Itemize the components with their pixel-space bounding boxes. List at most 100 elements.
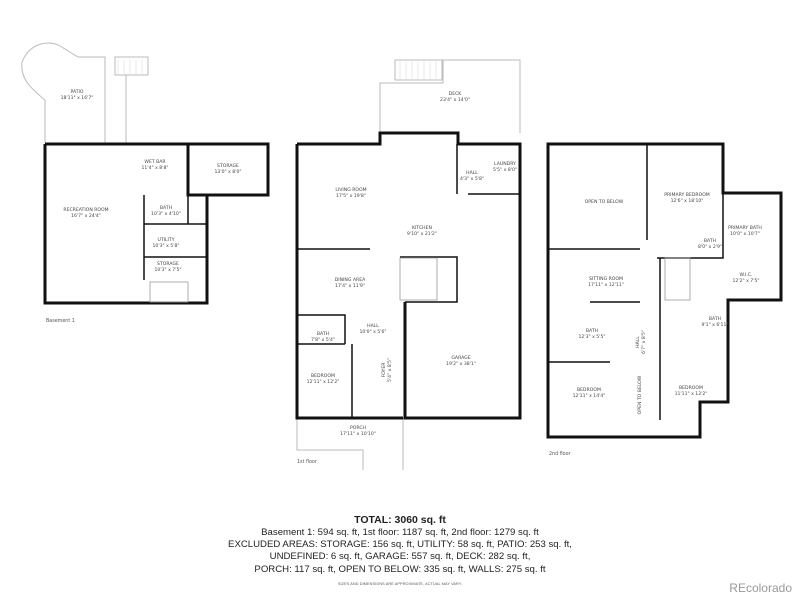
room-recreation: Recreation Room16'7" x 24'4" bbox=[63, 208, 108, 220]
room-patio: Patio18'11" x 16'7" bbox=[61, 90, 94, 102]
basement-storage-walls bbox=[45, 142, 270, 197]
summary-line: UNDEFINED: 6 sq. ft, GARAGE: 557 sq. ft,… bbox=[269, 551, 531, 563]
room-dims: 5'5" x 8'0" bbox=[492, 168, 518, 173]
room-dims: 17'4" x 11'9" bbox=[335, 284, 365, 289]
room-name: Bedroom bbox=[679, 386, 703, 391]
room-dims: 11'11" x 12'2" bbox=[674, 392, 708, 397]
room-wet-bar: Wet Bar11'4" x 8'8" bbox=[141, 160, 168, 172]
room-kitchen: Kitchen9'10" x 21'2" bbox=[407, 226, 437, 238]
room-utility: Utility10'3" x 5'8" bbox=[152, 238, 179, 250]
porch-outline bbox=[296, 418, 404, 470]
total-area: TOTAL: 3060 sq. ft bbox=[354, 514, 446, 526]
room-bath: Bath7'8" x 5'4" bbox=[311, 332, 335, 344]
room-name: Storage bbox=[217, 164, 239, 169]
room-name: W.I.C. bbox=[739, 273, 753, 278]
room-dims: 16'7" x 24'4" bbox=[71, 214, 101, 219]
room-bath: Bath10'3" x 4'10" bbox=[151, 206, 181, 218]
room-name: Open to Below bbox=[584, 200, 624, 205]
room-bedroom: Bedroom12'11" x 12'2" bbox=[307, 374, 340, 386]
room-dims: 9'1" x 6'11" bbox=[701, 323, 729, 328]
room-living: Living Room17'5" x 19'8" bbox=[335, 188, 366, 200]
room-name: Bath bbox=[316, 332, 330, 337]
room-dims: 12'3" x 5'5" bbox=[578, 335, 606, 340]
room-name: Primary Bedroom bbox=[664, 193, 710, 198]
room-name: Wet Bar bbox=[144, 160, 166, 165]
room-dims: 12'2" x 7'5" bbox=[732, 279, 760, 284]
room-dims: 8'0" x 2'9" bbox=[697, 245, 723, 250]
room-name: Laundry bbox=[494, 162, 516, 167]
room-name: Storage bbox=[157, 262, 179, 267]
room-name: Bath bbox=[585, 329, 599, 334]
room-dims: 17'11" x 12'11" bbox=[588, 283, 624, 288]
room-name: Open to Below bbox=[638, 375, 643, 415]
deck-stairs bbox=[394, 59, 443, 81]
room-name: Hall bbox=[367, 324, 379, 329]
room-name: Porch bbox=[349, 426, 366, 431]
room-name: Bath bbox=[159, 206, 173, 211]
room-dims: 23'4" x 14'0" bbox=[440, 98, 470, 103]
room-dims: 7'8" x 5'4" bbox=[310, 338, 336, 343]
room-bath-small: Bath8'0" x 2'9" bbox=[698, 239, 722, 251]
first-floor-outer-walls bbox=[297, 131, 522, 420]
room-garage: Garage19'2" x 38'1" bbox=[446, 356, 476, 368]
room-porch: Porch17'11" x 10'10" bbox=[340, 426, 376, 438]
room-primary-bath: Primary Bath10'0" x 10'7" bbox=[728, 226, 762, 238]
room-name: Recreation Room bbox=[63, 208, 109, 213]
room-name: Hall bbox=[466, 171, 478, 176]
room-deck: Deck23'4" x 14'0" bbox=[440, 92, 470, 104]
room-name: Bedroom bbox=[577, 388, 601, 393]
room-dims: 17'5" x 19'8" bbox=[336, 194, 366, 199]
room-name: Dining Area bbox=[334, 278, 366, 283]
room-open-to-below-2: Open to Below bbox=[638, 376, 644, 415]
room-name: Primary Bath bbox=[728, 226, 762, 231]
floor-label-basement: Basement 1 bbox=[46, 319, 75, 324]
room-name: Garage bbox=[451, 356, 471, 361]
room-name: Patio bbox=[70, 90, 84, 95]
walls bbox=[43, 131, 783, 439]
summary-line: Basement 1: 594 sq. ft, 1st floor: 1187 … bbox=[261, 527, 539, 538]
deck-outline bbox=[379, 59, 521, 133]
room-storage-2: Storage10'3" x 7'5" bbox=[154, 262, 181, 274]
stairs bbox=[149, 257, 691, 303]
room-hall-2: Hall10'0" x 5'6" bbox=[359, 324, 386, 336]
room-name: Utility bbox=[157, 238, 175, 243]
room-dims: 13'0" x 8'0" bbox=[214, 170, 242, 175]
room-dims: 4'3" x 5'8" bbox=[459, 177, 485, 182]
room-open-to-below: Open to Below bbox=[585, 200, 624, 206]
room-dims: 12'11" x 12'2" bbox=[306, 380, 340, 385]
room-name: Bath bbox=[703, 239, 717, 244]
room-dims: 19'2" x 38'1" bbox=[446, 362, 476, 367]
room-storage: Storage13'0" x 8'0" bbox=[214, 164, 241, 176]
room-dims: 10'3" x 4'10" bbox=[151, 212, 181, 217]
brand-watermark: REcolorado bbox=[729, 581, 792, 595]
room-bedroom-2: Bedroom11'11" x 12'2" bbox=[675, 386, 708, 398]
room-name: Deck bbox=[448, 92, 462, 97]
room-dims: 9'10" x 21'2" bbox=[407, 232, 437, 237]
room-dims: 10'0" x 10'7" bbox=[730, 232, 760, 237]
room-name: Kitchen bbox=[412, 226, 432, 231]
outdoor-outlines bbox=[21, 42, 521, 470]
room-dining: Dining Area17'4" x 11'9" bbox=[335, 278, 366, 290]
room-dims: 12'6" x 18'10" bbox=[670, 199, 704, 204]
room-sitting: Sitting Room17'11" x 12'11" bbox=[588, 277, 624, 289]
room-bath-hall: Bath12'3" x 5'5" bbox=[578, 329, 605, 341]
room-dims: 10'3" x 7'5" bbox=[154, 268, 182, 273]
room-foyer: Foyer5'4" x 8'5" bbox=[382, 358, 394, 382]
room-dims: 10'0" x 5'6" bbox=[359, 330, 387, 335]
summary-line: EXCLUDED AREAS: STORAGE: 156 sq. ft, UTI… bbox=[228, 539, 572, 551]
room-name: Bath bbox=[708, 317, 722, 322]
area-summary: TOTAL: 3060 sq. ft Basement 1: 594 sq. f… bbox=[200, 514, 600, 586]
room-dims: 6'7" x 8'5" bbox=[642, 329, 647, 355]
floor-label-second: 2nd floor bbox=[549, 452, 571, 457]
summary-line: PORCH: 117 sq. ft, OPEN TO BELOW: 335 sq… bbox=[254, 563, 546, 575]
disclaimer: SIZES AND DIMENSIONS ARE APPROXIMATE, AC… bbox=[337, 581, 463, 586]
room-dims: 11'4" x 8'8" bbox=[141, 166, 169, 171]
room-bedroom-1: Bedroom12'11" x 14'4" bbox=[573, 388, 606, 400]
room-dims: 18'11" x 16'7" bbox=[60, 96, 94, 101]
room-dims: 12'11" x 14'4" bbox=[572, 394, 606, 399]
second-floor-outer-walls bbox=[546, 142, 783, 439]
room-hall: Hall4'3" x 5'8" bbox=[460, 171, 484, 183]
room-dims: 10'3" x 5'8" bbox=[152, 244, 180, 249]
room-name: Sitting Room bbox=[589, 277, 623, 282]
